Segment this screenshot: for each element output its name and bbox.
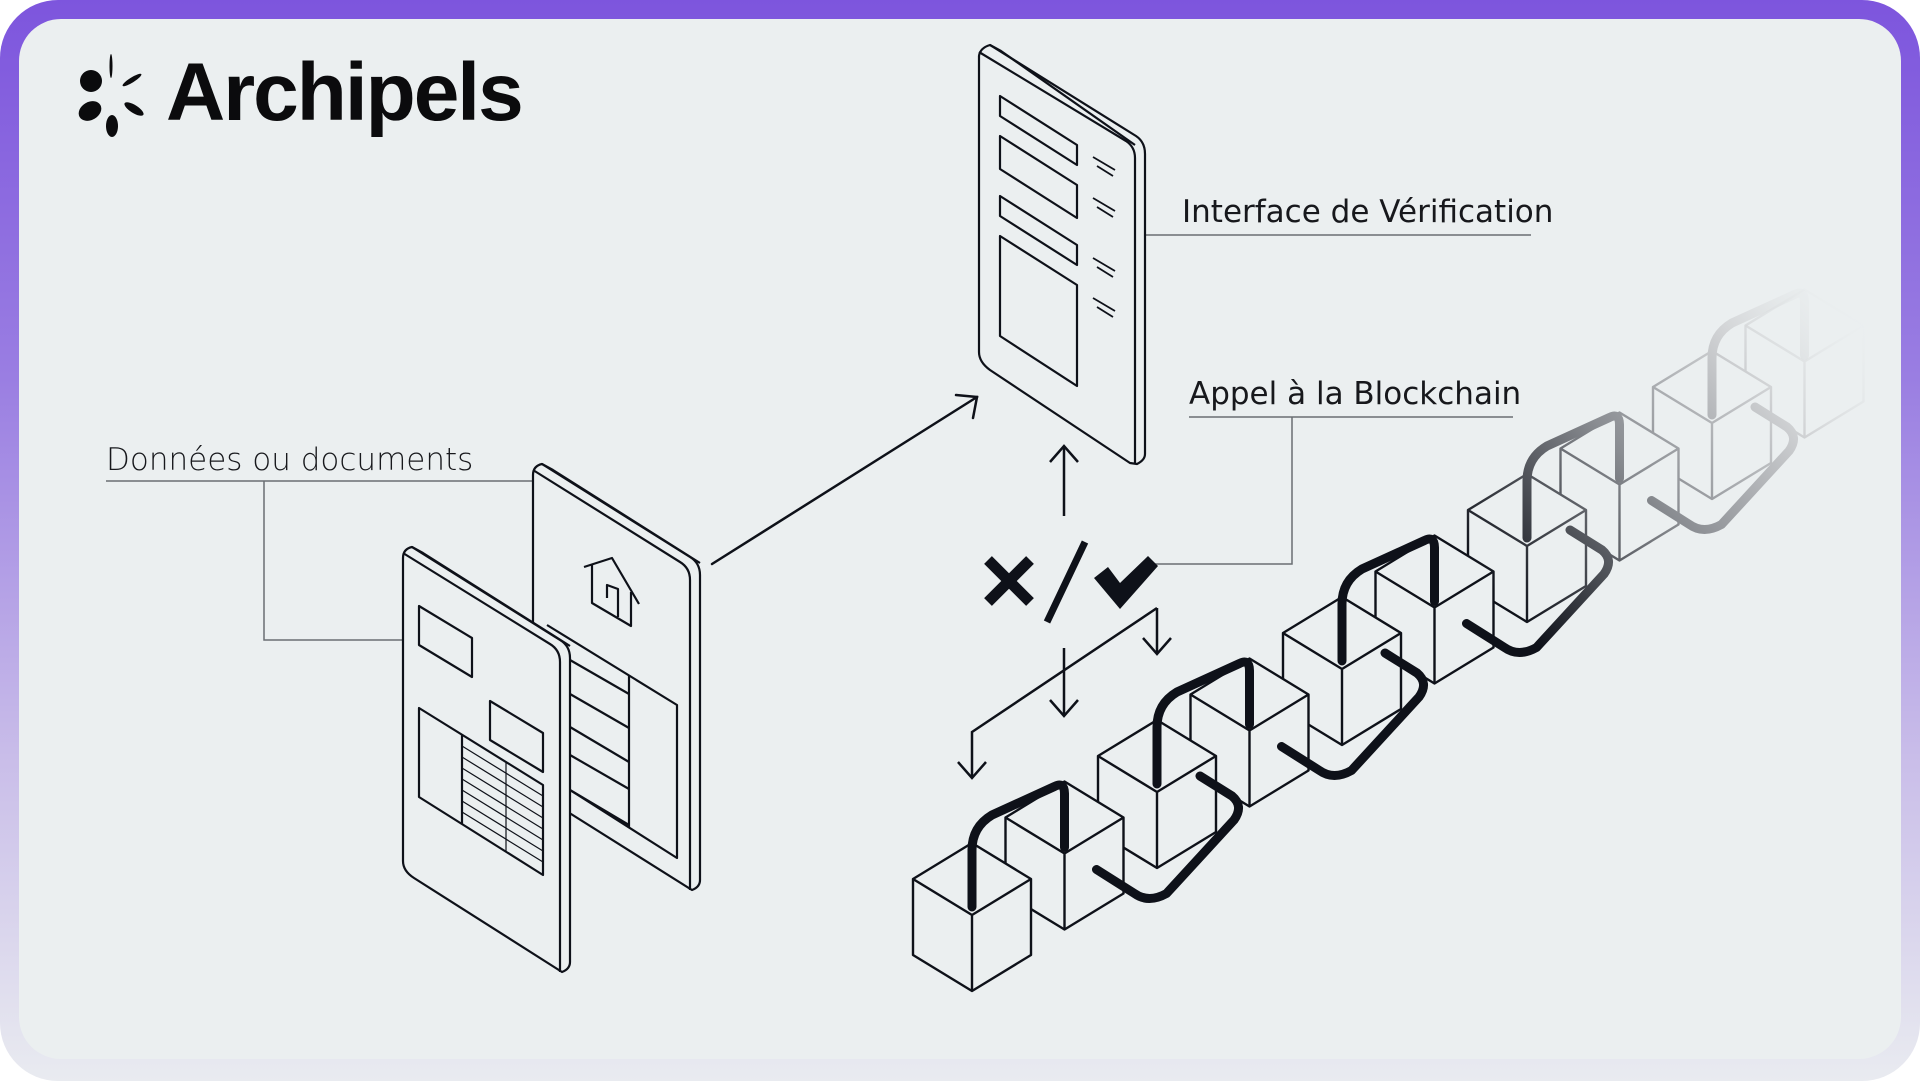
block-cube — [1281, 595, 1403, 747]
leader-blockchain-link — [1153, 417, 1293, 565]
block-chain-icon — [911, 288, 1865, 993]
block-cube — [1559, 411, 1680, 562]
chain-link-top — [1522, 411, 1624, 543]
block-cube — [1189, 657, 1310, 808]
accept-check-icon — [1094, 556, 1158, 609]
chain-link-bottom — [1277, 648, 1428, 780]
reject-x-icon — [984, 556, 1034, 606]
label-blockchain: Appel à la Blockchain — [1189, 376, 1521, 412]
slash-divider — [1043, 540, 1089, 624]
table-icon — [546, 624, 679, 860]
block-cube — [1096, 718, 1218, 870]
form-field — [998, 194, 1079, 267]
block-cube — [911, 841, 1033, 993]
chain-link-top — [967, 780, 1069, 912]
field-box — [488, 699, 545, 774]
document-front-icon — [401, 545, 572, 974]
block-cube — [1004, 780, 1125, 931]
field-box — [417, 604, 474, 679]
arrows-to-blockchain — [957, 606, 1172, 780]
chain-link-bottom — [1092, 771, 1243, 903]
brand-name: Archipels — [166, 47, 524, 138]
grid-box — [417, 706, 545, 877]
chain-link-bottom — [1462, 525, 1613, 657]
form-field — [998, 134, 1079, 220]
block-cube — [1466, 472, 1588, 624]
leader-lines — [106, 234, 1531, 641]
form-area — [998, 234, 1079, 388]
brand-logo: Archipels — [70, 47, 524, 138]
house-icon — [583, 556, 640, 628]
block-cube — [1744, 288, 1865, 439]
block-cube — [1374, 534, 1495, 685]
chain-link-top — [1707, 288, 1809, 420]
form-field — [998, 94, 1079, 167]
block-cube — [1651, 349, 1773, 501]
leader-documents-front — [263, 481, 403, 641]
label-interface: Interface de Vérification — [1182, 194, 1553, 230]
label-documents: Données ou documents — [106, 442, 473, 478]
chain-link-top — [1337, 534, 1439, 666]
tablet-form-icon — [977, 43, 1147, 466]
chain-link-top — [1152, 657, 1254, 789]
arrow-up-to-interface — [1049, 444, 1079, 516]
reject-accept-icon — [984, 540, 1158, 624]
chain-link-bottom — [1647, 402, 1798, 534]
burst-dots-icon — [78, 54, 144, 137]
arrow-to-interface — [710, 393, 979, 566]
